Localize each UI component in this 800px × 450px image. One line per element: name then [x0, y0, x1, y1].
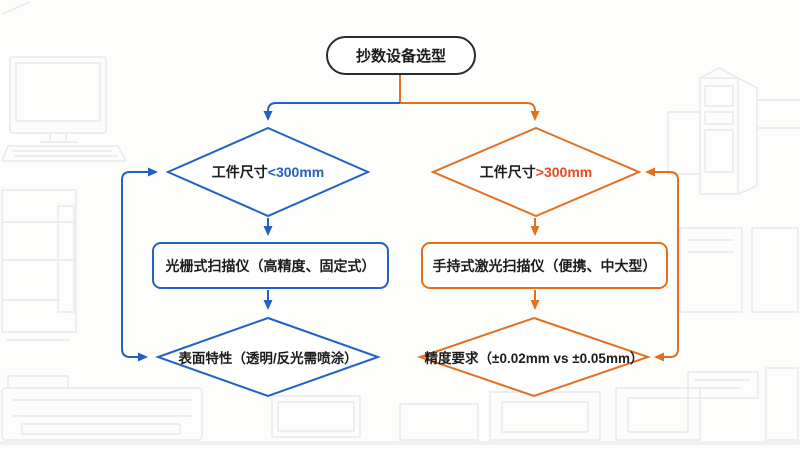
- branch-right-connector: [400, 102, 540, 121]
- printer-sketch: [1, 375, 203, 441]
- left-condition1-diamond: [165, 126, 371, 218]
- right-process-box: [421, 242, 668, 289]
- copier-sketch: [1, 189, 77, 341]
- right-condition2-diamond: [416, 316, 652, 398]
- scanner-sketch: [687, 367, 799, 441]
- left-process-box: [152, 242, 389, 289]
- right-loop-connector-top: [645, 167, 679, 264]
- pc-tower-sketch: [667, 67, 800, 195]
- right-loop-connector-bottom: [654, 264, 679, 362]
- left-loop-connector-top: [121, 167, 158, 264]
- left-condition2-diamond: [155, 316, 381, 398]
- left-loop-connector-bottom: [121, 264, 148, 362]
- sketch-diagonal: [1, 1, 31, 15]
- monitor-sketch: [271, 387, 701, 441]
- desktop-computer-sketch: [0, 56, 128, 162]
- start-node-shape: [326, 36, 476, 75]
- right-condition1-diamond: [430, 126, 642, 218]
- branch-left-connector: [263, 102, 400, 121]
- server-box-sketch: [679, 227, 799, 313]
